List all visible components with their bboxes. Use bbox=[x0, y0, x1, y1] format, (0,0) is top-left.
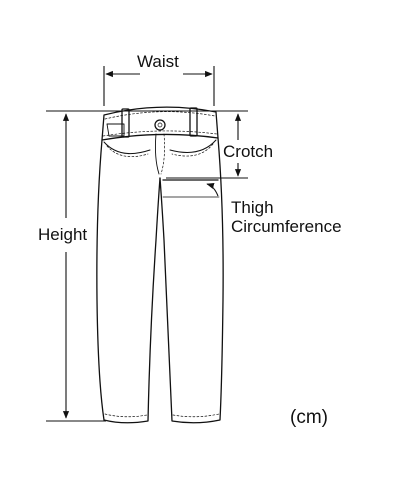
right-leg-outline bbox=[159, 137, 224, 424]
thigh-label-line1: Thigh bbox=[231, 198, 274, 217]
unit-label: (cm) bbox=[290, 407, 328, 428]
crotch-label: Crotch bbox=[223, 142, 274, 161]
belt-loop bbox=[189, 107, 198, 137]
height-label: Height bbox=[38, 225, 88, 244]
thigh-pointer bbox=[206, 182, 219, 197]
waist-button bbox=[154, 119, 166, 131]
right-pocket-opening bbox=[169, 139, 217, 153]
fly-stitch bbox=[154, 133, 160, 175]
waist-label: Waist bbox=[137, 52, 179, 71]
coin-pocket bbox=[106, 123, 125, 137]
waistband-inner-stitch bbox=[104, 111, 216, 120]
belt-loop bbox=[121, 108, 130, 138]
thigh-label-line2: Circumference bbox=[231, 217, 342, 236]
left-leg-outline bbox=[96, 139, 161, 424]
left-pocket-opening bbox=[103, 141, 151, 155]
